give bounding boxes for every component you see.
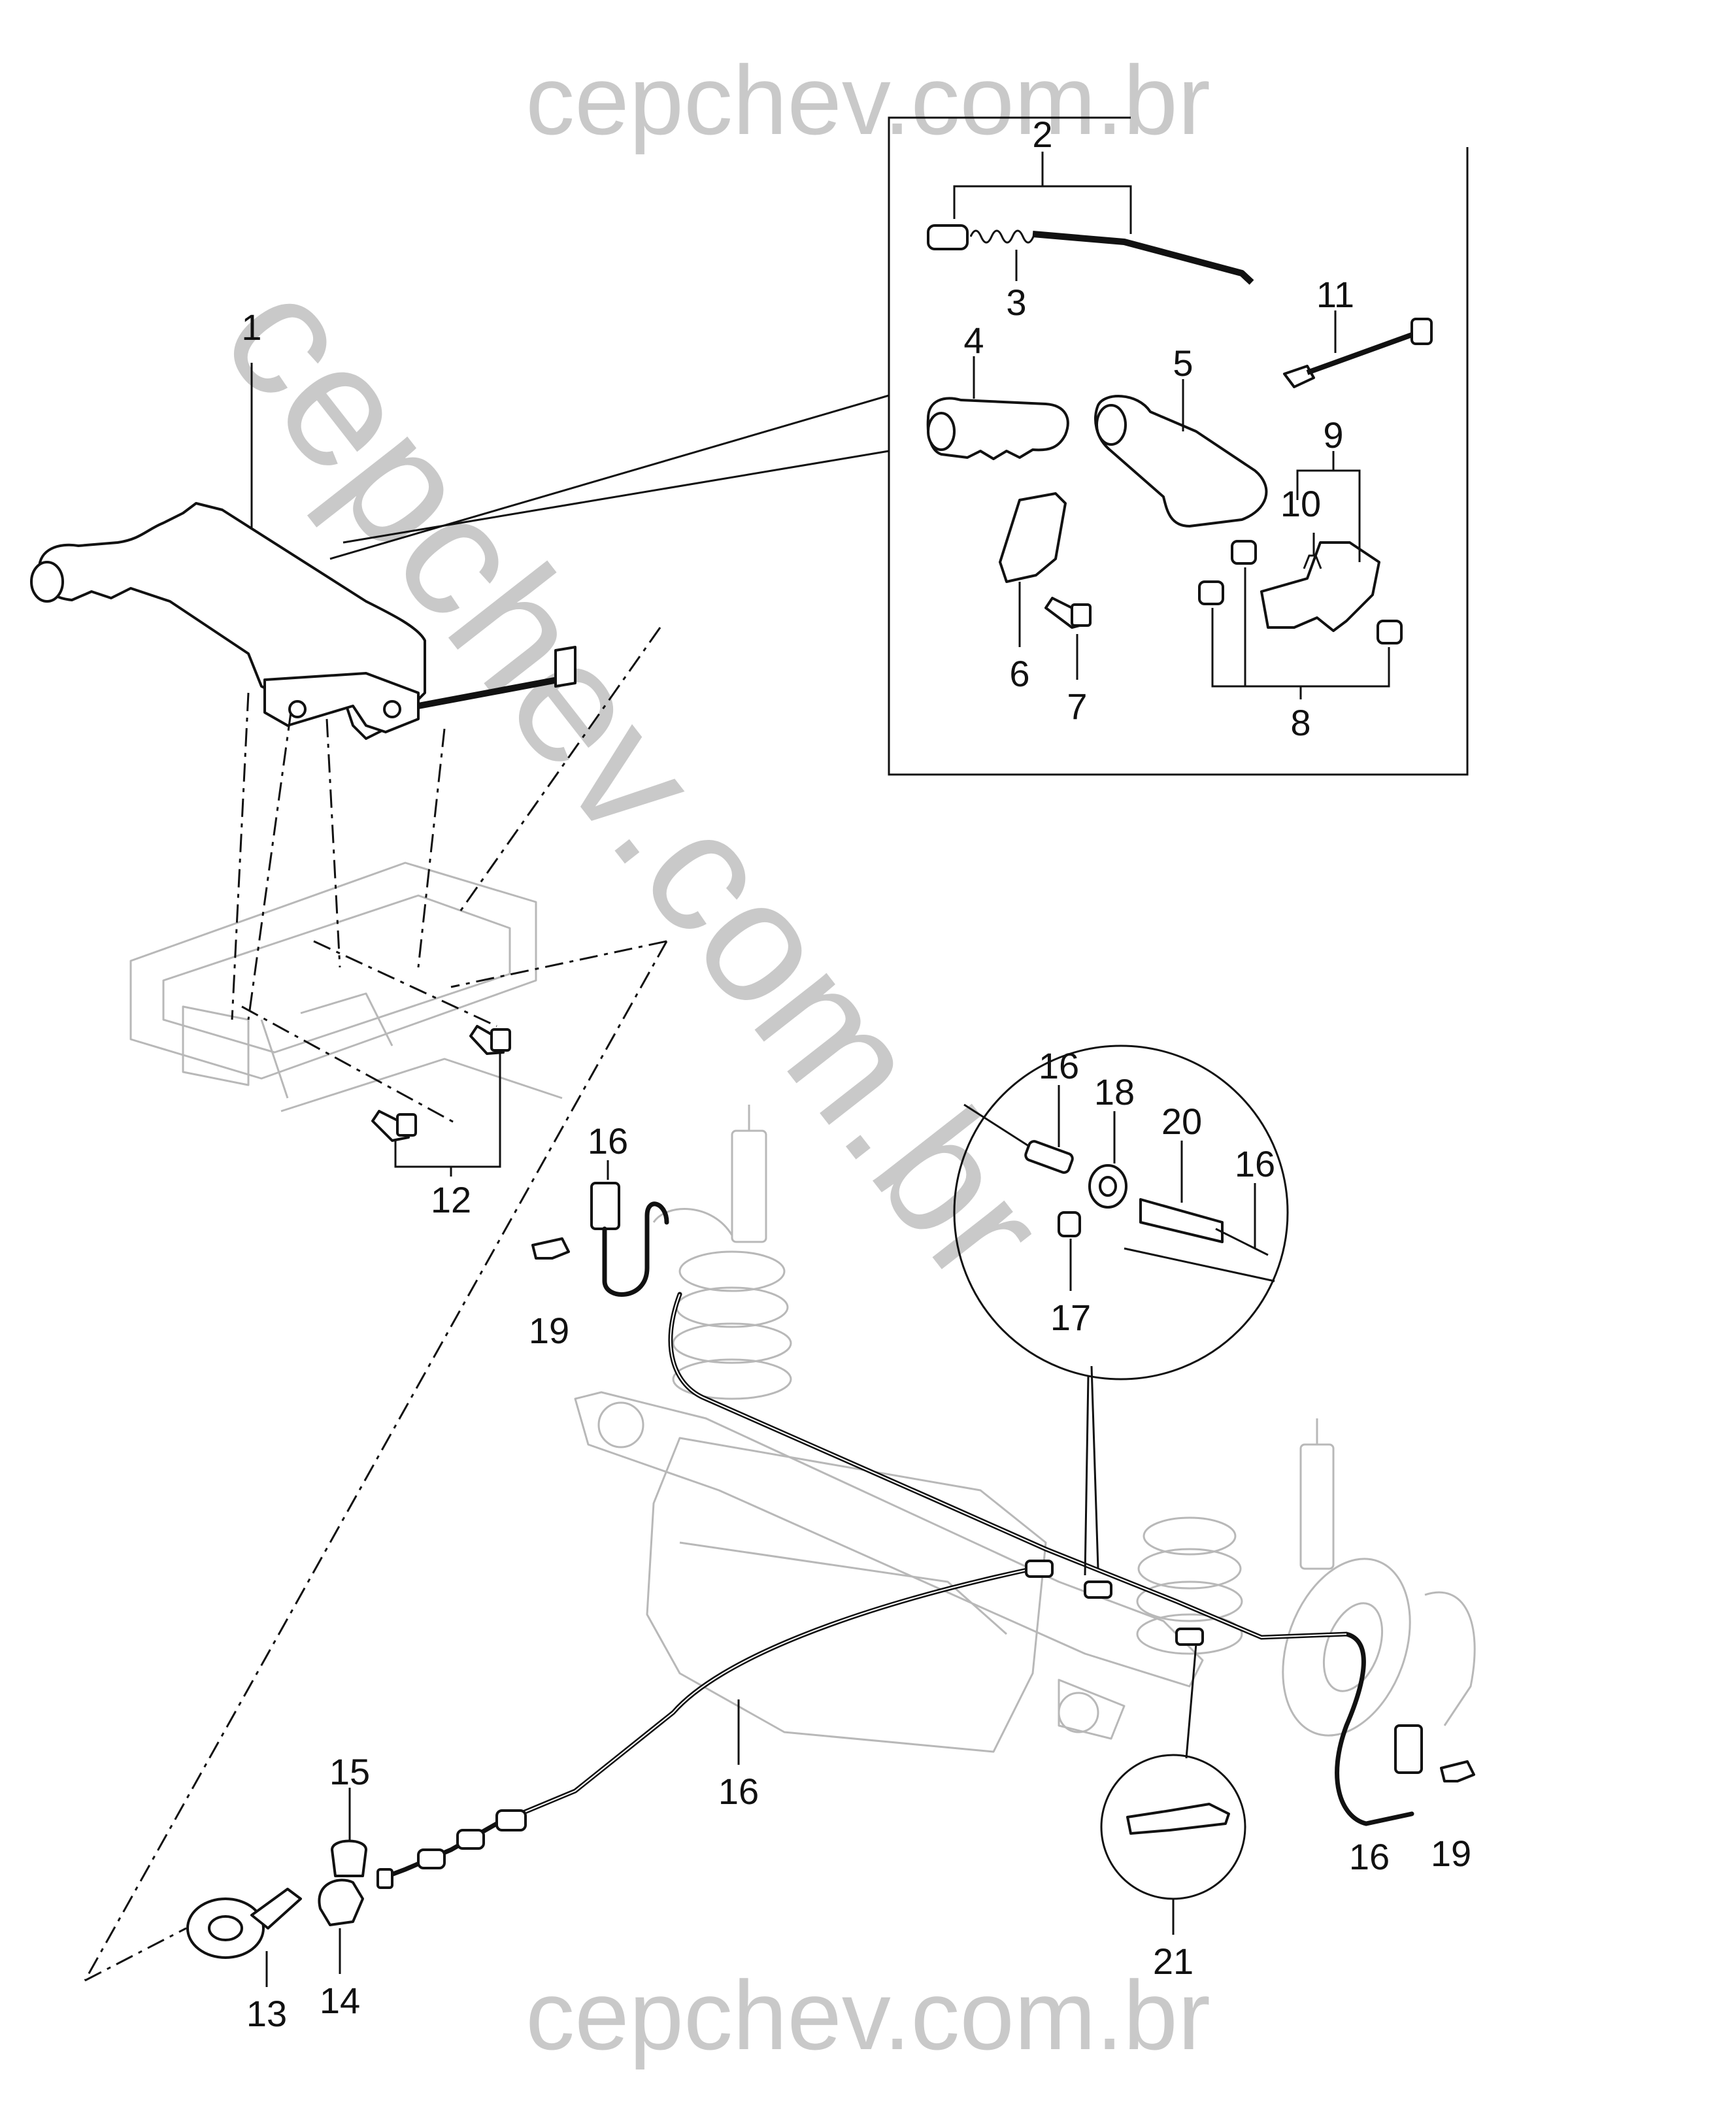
callout-18: 18 <box>1094 1071 1135 1112</box>
detail-box <box>329 116 1469 776</box>
callout-10: 10 <box>1280 483 1321 524</box>
callout-17: 17 <box>1050 1297 1091 1338</box>
callout-11: 11 <box>1316 274 1354 315</box>
nut-parts-8 <box>1198 540 1403 644</box>
brake-backing-plate <box>1282 1558 1476 1737</box>
callout-4: 4 <box>963 320 984 361</box>
callout-labels: 1 2 3 4 5 6 7 8 9 10 11 12 13 14 15 16 1… <box>241 114 1471 2034</box>
detail-circle-cable-clip <box>953 1045 1289 1576</box>
release-rod-part <box>927 224 1254 285</box>
detail-circle-clip-21 <box>1100 1643 1246 1935</box>
grip-sleeve-part <box>926 397 1069 460</box>
callout-21: 21 <box>1153 1941 1194 1982</box>
cable-end-right <box>1394 1724 1423 1774</box>
callout-1: 1 <box>241 307 261 348</box>
callout-16-circle-left: 16 <box>1039 1045 1079 1086</box>
ratchet-plate-part <box>1260 541 1380 632</box>
callout-20: 20 <box>1161 1101 1202 1142</box>
bracket-part <box>999 492 1067 583</box>
floor-tunnel <box>129 861 563 1112</box>
callout-7: 7 <box>1067 686 1087 727</box>
rear-axle-ghost <box>574 1391 1204 1753</box>
grommet-part-15 <box>331 1839 367 1877</box>
adjust-rod-part <box>1283 318 1433 388</box>
callout-6: 6 <box>1009 653 1029 694</box>
shock-spring-right <box>1136 1418 1335 1655</box>
clip-part-19-left <box>531 1237 570 1260</box>
callout-16-circle-right: 16 <box>1235 1143 1275 1184</box>
callout-16-bottom: 16 <box>718 1771 759 1812</box>
cable-end-left <box>590 1182 669 1297</box>
handbrake-lever-part <box>30 502 576 740</box>
callout-9: 9 <box>1323 414 1343 456</box>
callout-13: 13 <box>246 1993 287 2034</box>
watermark-bottom: cepchev.com.br <box>526 1960 1210 2070</box>
callout-2: 2 <box>1032 114 1052 155</box>
callout-14: 14 <box>320 1980 360 2021</box>
eye-bolt-part-13 <box>186 1888 302 1959</box>
watermark-top: cepchev.com.br <box>526 45 1210 155</box>
callout-16-right: 16 <box>1349 1836 1390 1877</box>
callout-12: 12 <box>431 1179 471 1220</box>
callout-3: 3 <box>1006 282 1026 323</box>
callout-19-right: 19 <box>1431 1833 1471 1874</box>
callout-8: 8 <box>1290 702 1310 743</box>
guide-lines <box>84 627 668 1982</box>
callout-15: 15 <box>329 1751 370 1792</box>
bolt-part-7 <box>1044 597 1092 629</box>
parking-brake-cable <box>376 1292 1414 1889</box>
callout-19-left: 19 <box>529 1310 569 1351</box>
shock-spring-left <box>652 1105 792 1400</box>
clip-part-14 <box>318 1879 364 1926</box>
callout-16-left: 16 <box>588 1120 628 1162</box>
callout-5: 5 <box>1173 343 1193 384</box>
bolt-parts-12 <box>371 1025 511 1142</box>
clip-part-19-right <box>1440 1760 1475 1782</box>
